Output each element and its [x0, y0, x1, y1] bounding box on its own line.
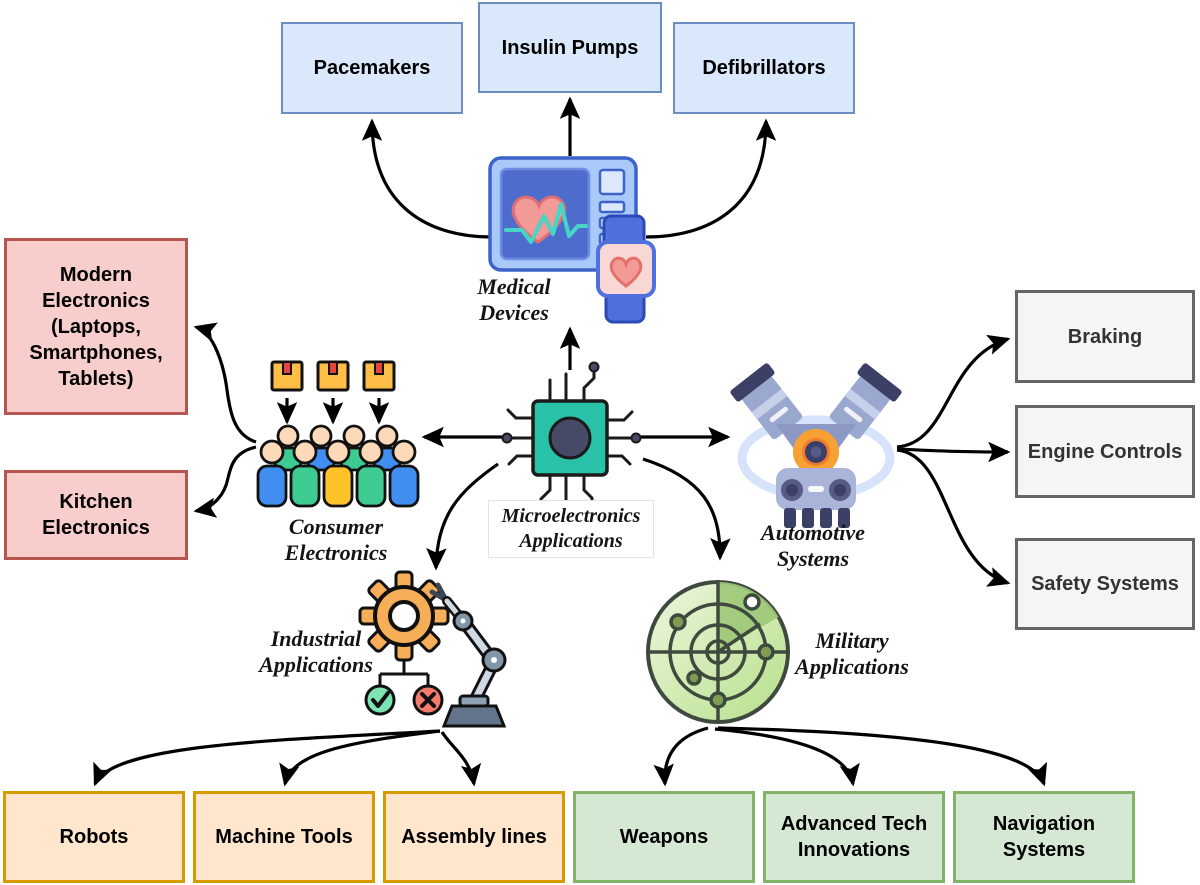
gear-robot-arm-icon	[358, 570, 507, 728]
node-insulin-pumps: Insulin Pumps	[478, 2, 662, 93]
label-industrial-applications: Industrial Applications	[259, 626, 373, 677]
node-defibrillators: Defibrillators	[673, 22, 855, 114]
crowd-packages-icon	[256, 360, 420, 508]
v-engine-icon	[730, 363, 902, 528]
arrow-military-to-advanced-tech	[714, 727, 860, 787]
arrow-automotive-to-braking	[896, 334, 1011, 449]
arrow-military-to-weapons	[653, 726, 709, 787]
microchip-icon	[501, 361, 642, 514]
arrow-automotive-to-engine-controls	[896, 441, 1011, 463]
arrow-consumer-to-modern-electronics	[193, 322, 257, 444]
label-military-applications: Military Applications	[795, 628, 909, 679]
radar-icon	[646, 580, 790, 724]
node-engine-controls: Engine Controls	[1015, 405, 1195, 498]
arrow-chip-to-industrial	[426, 462, 499, 571]
label-consumer-electronics: Consumer Electronics	[284, 514, 388, 565]
arrow-automotive-to-safety-systems	[896, 448, 1011, 587]
connector-arrows	[93, 96, 1047, 787]
package-drop-arrows	[276, 398, 390, 425]
node-machine-tools: Machine Tools	[193, 791, 375, 883]
node-robots: Robots	[3, 791, 185, 883]
arrow-industrial-to-machine-tools	[279, 729, 441, 787]
arrow-medical-to-pacemakers	[361, 118, 493, 239]
arrow-chip-to-military	[642, 457, 731, 561]
package-icon	[270, 360, 396, 392]
node-pacemakers: Pacemakers	[281, 22, 463, 114]
node-modern-electronics: Modern Electronics (Laptops, Smartphones…	[4, 238, 188, 415]
label-automotive-systems: Automotive Systems	[761, 520, 865, 571]
node-navigation-systems: Navigation Systems	[953, 791, 1135, 883]
arrow-medical-to-defibrillators	[645, 118, 777, 239]
node-safety-systems: Safety Systems	[1015, 538, 1195, 630]
node-advanced-tech-innovations: Advanced Tech Innovations	[763, 791, 945, 883]
arrow-industrial-to-robots	[93, 729, 441, 787]
arrow-military-to-navigation	[717, 726, 1047, 787]
node-weapons: Weapons	[573, 791, 755, 883]
medical-monitor-watch-icon	[488, 156, 656, 324]
node-kitchen-electronics: Kitchen Electronics	[4, 470, 188, 560]
label-medical-devices: Medical Devices	[477, 274, 551, 325]
node-assembly-lines: Assembly lines	[383, 791, 565, 883]
node-braking: Braking	[1015, 290, 1195, 383]
label-microelectronics-applications: Microelectronics Applications	[488, 500, 654, 558]
arrow-consumer-to-kitchen-electronics	[193, 445, 257, 518]
arrow-industrial-to-assembly-lines	[440, 731, 482, 787]
